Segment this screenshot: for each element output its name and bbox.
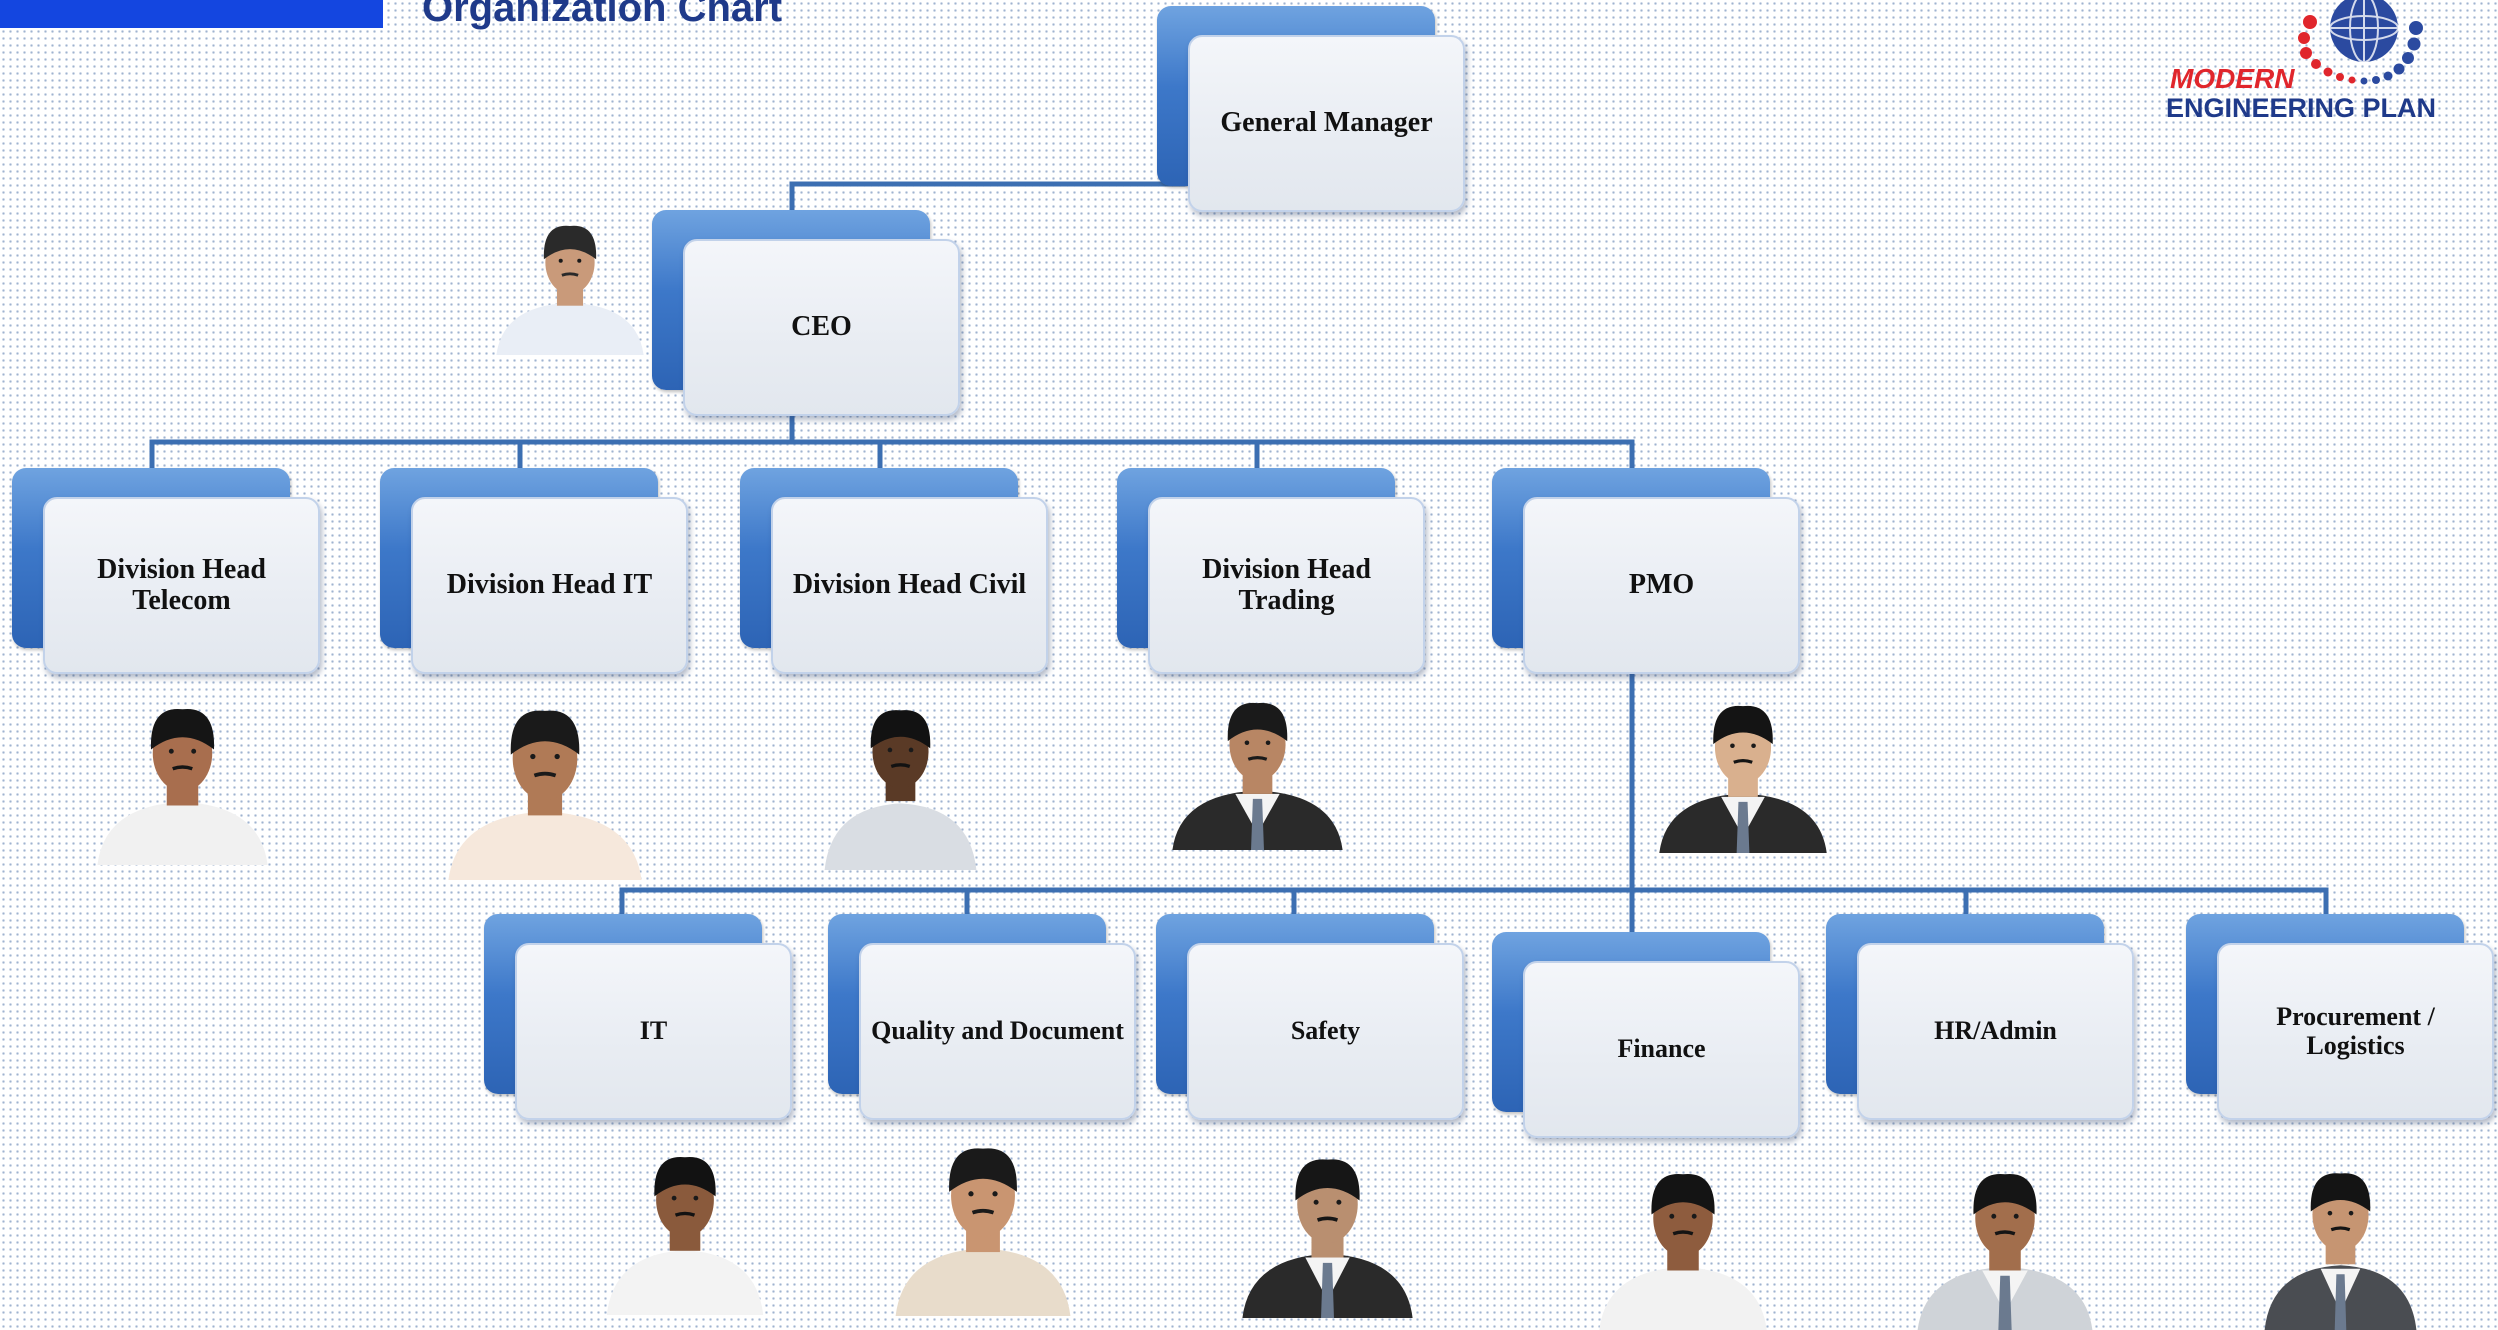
photo-division-head-it [440, 690, 650, 880]
node-procurement-logistics: Procurement / Logistics [2186, 914, 2496, 1124]
connector-gm-ceo [789, 181, 1186, 215]
node-general-manager: General Manager [1157, 6, 1467, 216]
node-it: IT [484, 914, 794, 1124]
node-label: Division Head Trading [1202, 553, 1371, 616]
photo-division-head-telecom [90, 690, 275, 865]
person-portrait-icon [1242, 1159, 1413, 1318]
photo-division-head-civil [818, 685, 983, 870]
person-portrait-icon [606, 1157, 764, 1315]
photo-it [600, 1135, 770, 1315]
person-portrait-icon [1659, 705, 1827, 853]
accent-bar [0, 0, 383, 28]
node-label: Safety [1290, 1016, 1361, 1046]
node-division-head-trading: Division Head Trading [1117, 468, 1427, 678]
node-quality-document: Quality and Document [828, 914, 1138, 1124]
person-portrait-icon [1917, 1173, 2093, 1330]
node-ceo: CEO [652, 210, 962, 420]
person-portrait-icon [2264, 1173, 2417, 1330]
node-label: General Manager [1220, 107, 1433, 139]
photo-hr-admin [1910, 1155, 2100, 1330]
logo-line-1: MODERN [2170, 63, 2295, 94]
node-pmo: PMO [1492, 468, 1802, 678]
person-portrait-icon [824, 710, 977, 870]
node-label: Division Head IT [446, 569, 653, 601]
node-label: IT [639, 1016, 668, 1046]
photo-quality-document [888, 1128, 1078, 1316]
person-portrait-icon [1172, 702, 1343, 850]
person-portrait-icon [1599, 1173, 1767, 1330]
photo-ceo [490, 210, 650, 355]
node-label: HR/Admin [1934, 1016, 2057, 1046]
node-label: Division Head Telecom [97, 553, 266, 616]
company-logo: MODERN ENGINEERING PLAN [2158, 0, 2448, 125]
page-title: Organization Chart [422, 0, 783, 30]
logo-line-2: ENGINEERING PLAN [2166, 93, 2436, 123]
person-portrait-icon [496, 225, 644, 355]
photo-pmo [1652, 688, 1834, 853]
node-safety: Safety [1156, 914, 1466, 1124]
node-label: Finance [1617, 1034, 1706, 1064]
node-division-head-telecom: Division Head Telecom [12, 468, 322, 678]
node-finance: Finance [1492, 932, 1802, 1142]
node-label: Procurement / Logistics [2276, 1001, 2435, 1060]
node-hr-admin: HR/Admin [1826, 914, 2136, 1124]
photo-division-head-trading [1165, 685, 1350, 850]
globe-icon [2329, 0, 2399, 63]
photo-finance [1592, 1155, 1774, 1330]
node-division-head-it: Division Head IT [380, 468, 690, 678]
person-portrait-icon [97, 708, 268, 865]
node-label: Division Head Civil [792, 569, 1027, 601]
photo-safety [1235, 1140, 1420, 1318]
person-portrait-icon [895, 1148, 1071, 1316]
node-label: CEO [791, 311, 852, 343]
node-label: PMO [1628, 569, 1695, 601]
node-division-head-civil: Division Head Civil [740, 468, 1050, 678]
person-portrait-icon [448, 710, 642, 880]
dots-arc-icon [2298, 15, 2423, 85]
node-label: Quality and Document [871, 1016, 1124, 1046]
photo-procurement-logistics [2258, 1150, 2423, 1330]
